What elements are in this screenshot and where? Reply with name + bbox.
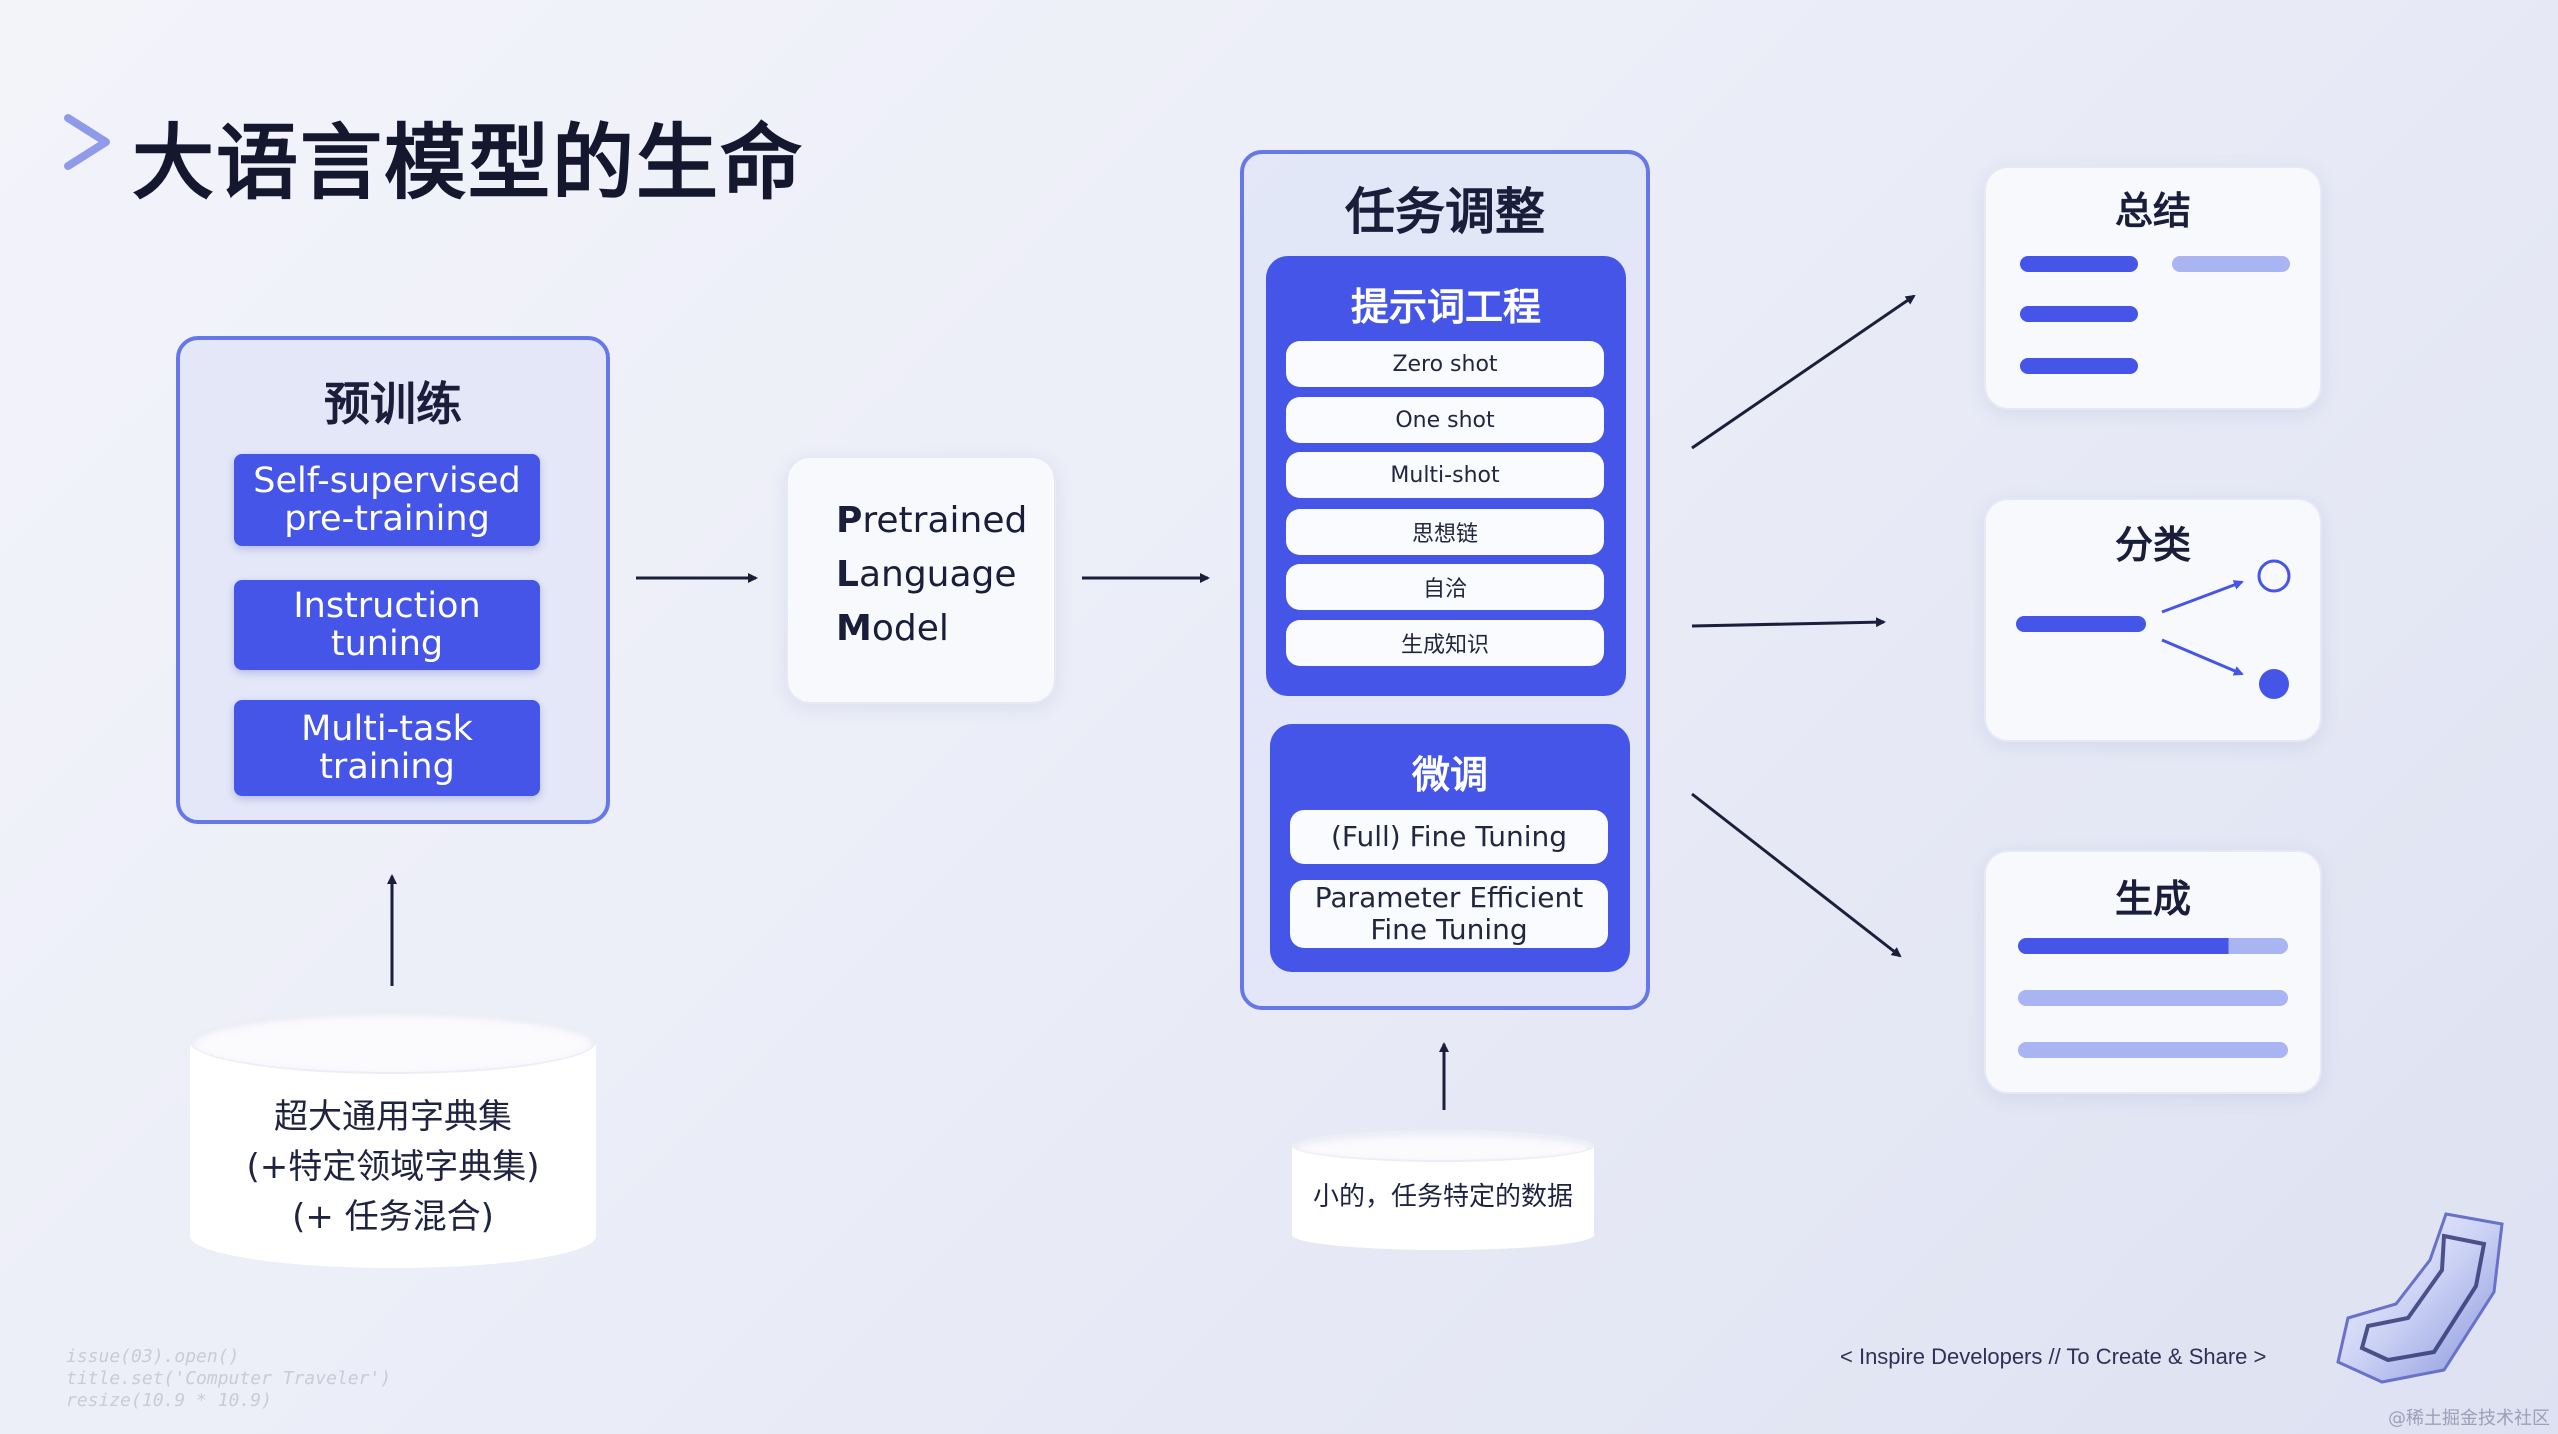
generation-bar bbox=[2018, 938, 2288, 954]
pill-line: Fine Tuning bbox=[1370, 913, 1528, 946]
plm-line: Model bbox=[836, 608, 949, 649]
summary-bar bbox=[2172, 256, 2290, 272]
prompt-technique-pill: 生成知识 bbox=[1286, 620, 1604, 666]
prompt-technique-pill: Multi-shot bbox=[1286, 452, 1604, 498]
box-line: Multi-task bbox=[301, 709, 473, 749]
prompt-technique-pill: Zero shot bbox=[1286, 341, 1604, 387]
full-fine-tuning-pill: (Full) Fine Tuning bbox=[1290, 810, 1608, 864]
instruction-tuning-box: Instruction tuning bbox=[234, 580, 540, 670]
code-line: resize(10.9 * 10.9) bbox=[66, 1390, 272, 1411]
box-line: Self-supervised bbox=[253, 461, 521, 501]
plm-line: Language bbox=[836, 554, 1017, 595]
prompt-engineering-heading: 提示词工程 bbox=[1350, 285, 1541, 329]
classification-icon bbox=[2161, 559, 2291, 699]
classification-bar bbox=[2016, 616, 2146, 632]
pill-line: (Full) Fine Tuning bbox=[1331, 820, 1567, 853]
large-dataset-label: 超大通用字典集 (+特定领域字典集) (+ 任务混合) bbox=[190, 1092, 596, 1242]
watermark: @稀土掘金技术社区 bbox=[2388, 1408, 2550, 1429]
classification-heading: 分类 bbox=[2114, 523, 2191, 567]
multi-task-training-box: Multi-task training bbox=[234, 700, 540, 796]
code-line: issue(03).open() bbox=[66, 1346, 240, 1367]
summary-bar bbox=[2020, 256, 2138, 272]
footer-slogan: < Inspire Developers // To Create & Shar… bbox=[1840, 1344, 2267, 1369]
arrow-task-to-generation bbox=[1691, 792, 1902, 958]
small-dataset-label: 小的，任务特定的数据 bbox=[1312, 1182, 1573, 1212]
summary-bar bbox=[2020, 306, 2138, 322]
summary-heading: 总结 bbox=[2114, 189, 2191, 233]
chevron-right-icon bbox=[64, 114, 110, 170]
prompt-technique-pill: One shot bbox=[1286, 397, 1604, 443]
page-title: 大语言模型的生命 bbox=[132, 116, 805, 211]
prompt-technique-pill: 思想链 bbox=[1286, 509, 1604, 555]
pretrained-language-model-card bbox=[786, 456, 1056, 704]
dataset-line: (+ 任务混合) bbox=[292, 1197, 494, 1237]
fine-tuning-heading: 微调 bbox=[1411, 753, 1488, 797]
prompt-technique-pill: 自洽 bbox=[1286, 564, 1604, 610]
arrow-task-to-summary bbox=[1691, 294, 1916, 450]
parameter-efficient-fine-tuning-pill: Parameter Efficient Fine Tuning bbox=[1290, 880, 1608, 948]
plm-line: Pretrained bbox=[836, 500, 1028, 541]
dataset-line: (+特定领域字典集) bbox=[246, 1147, 540, 1187]
pretraining-heading: 预训练 bbox=[324, 377, 462, 431]
self-supervised-pretraining-box: Self-supervised pre-training bbox=[234, 454, 540, 546]
task-adjustment-heading: 任务调整 bbox=[1345, 183, 1545, 241]
code-line: title.set('Computer Traveler') bbox=[66, 1368, 392, 1389]
dataset-line: 超大通用字典集 bbox=[274, 1097, 512, 1137]
pill-line: Parameter Efficient bbox=[1314, 881, 1584, 914]
box-line: Instruction tuning bbox=[293, 586, 481, 664]
generation-heading: 生成 bbox=[2114, 877, 2191, 921]
arrow-task-to-classification bbox=[1691, 617, 1886, 628]
logo-3d-icon bbox=[2336, 1212, 2504, 1384]
box-line: training bbox=[319, 747, 455, 787]
box-line: pre-training bbox=[284, 499, 490, 539]
generation-bar bbox=[2018, 990, 2288, 1006]
generation-bar bbox=[2018, 1042, 2288, 1058]
summary-bar bbox=[2020, 358, 2138, 374]
